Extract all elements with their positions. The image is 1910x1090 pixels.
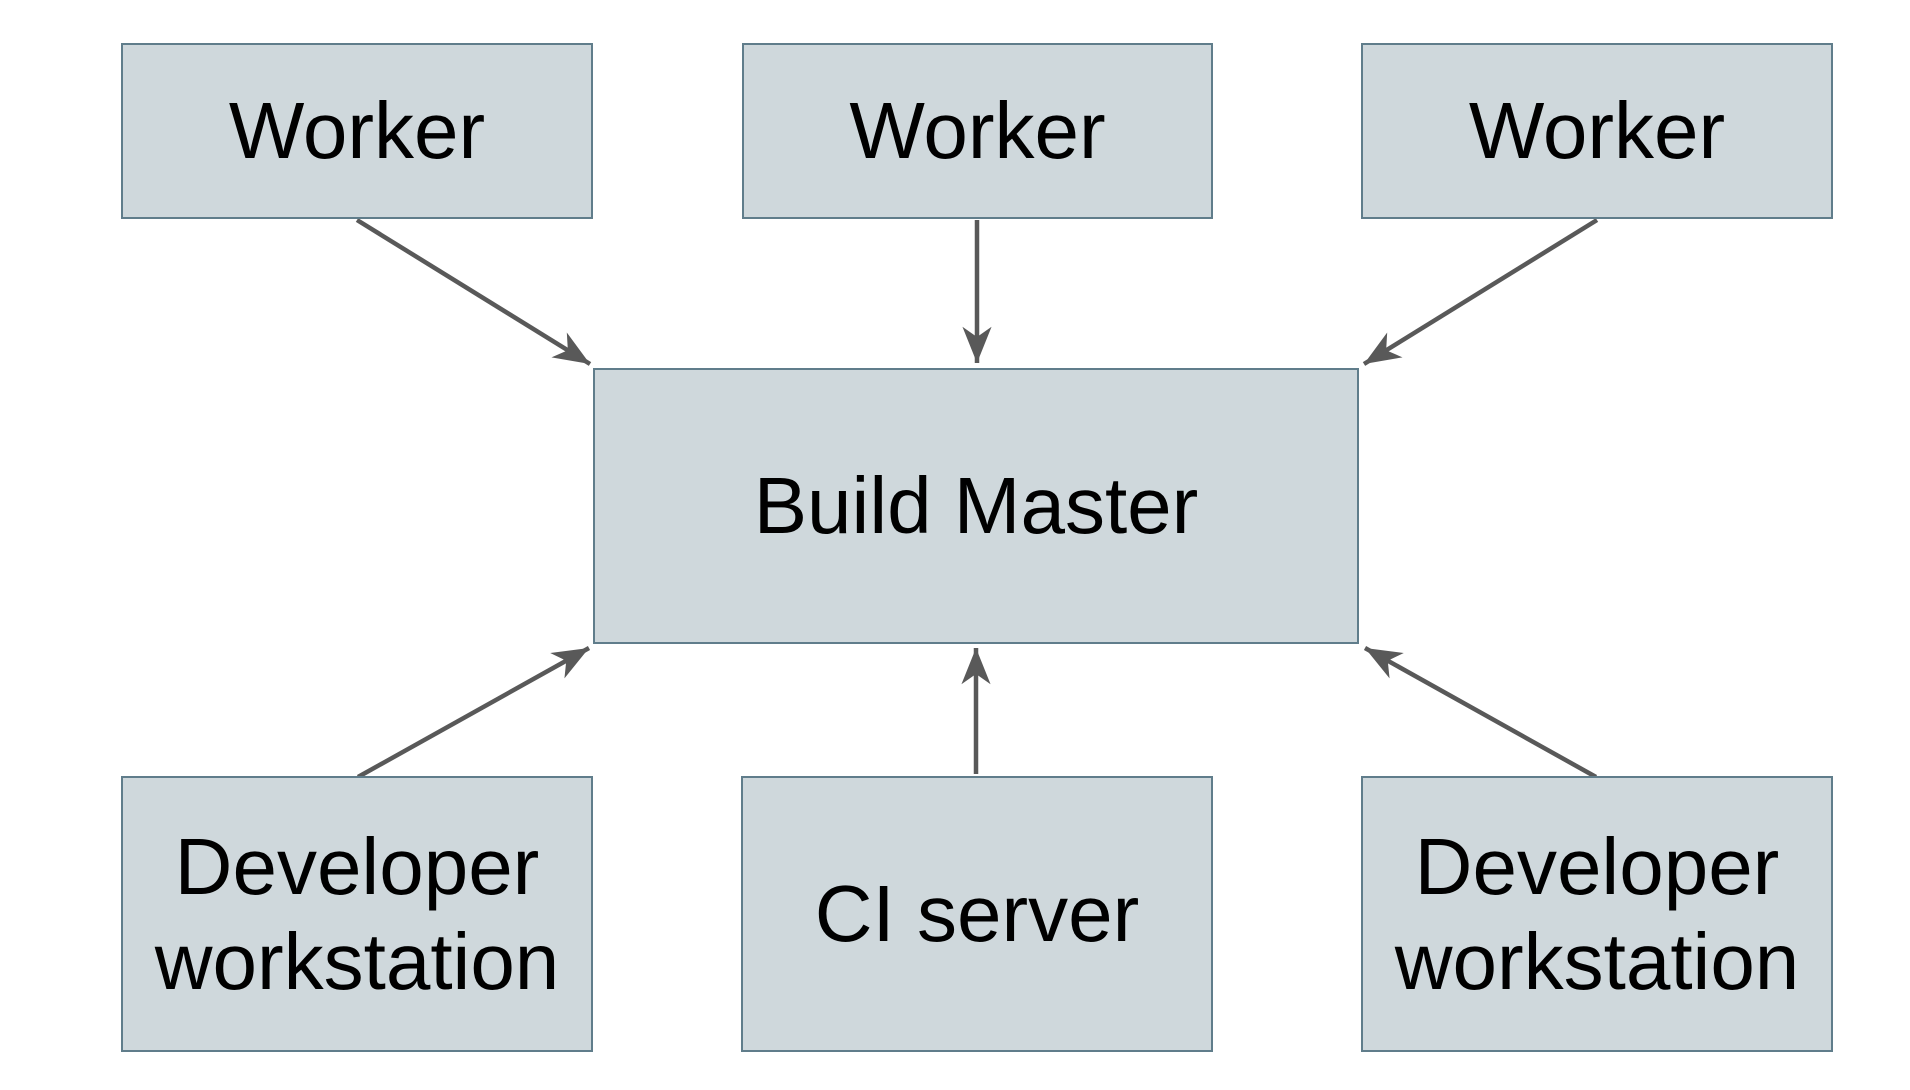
node-label: Worker [849, 86, 1106, 176]
node-worker-1: Worker [121, 43, 593, 219]
node-label: Developer workstation [154, 821, 560, 1006]
node-label: CI server [814, 869, 1140, 959]
node-ci-server: CI server [741, 776, 1213, 1052]
node-developer-workstation-1: Developer workstation [121, 776, 593, 1052]
edge-worker1-to-buildmaster [355, 218, 592, 366]
edge-devworkstation1-to-buildmaster [356, 646, 591, 779]
edge-devworkstation2-to-buildmaster [1363, 646, 1598, 779]
node-worker-3: Worker [1361, 43, 1833, 219]
node-build-master: Build Master [593, 368, 1359, 644]
node-label: Build Master [753, 461, 1199, 551]
node-worker-2: Worker [742, 43, 1213, 219]
node-label: Worker [1468, 86, 1726, 176]
node-label: Developer workstation [1394, 821, 1800, 1006]
node-developer-workstation-2: Developer workstation [1361, 776, 1833, 1052]
node-label: Worker [228, 86, 486, 176]
edge-worker3-to-buildmaster [1362, 218, 1599, 366]
